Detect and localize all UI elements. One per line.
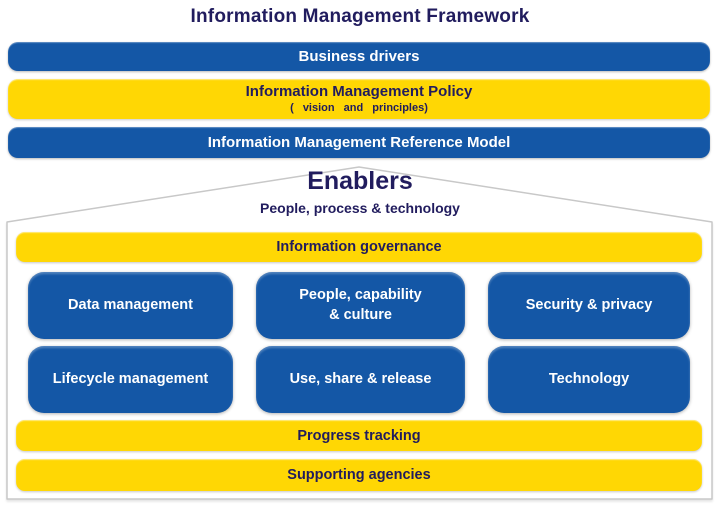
bar-business-drivers: Business drivers [8, 42, 710, 71]
box-data-management: Data management [28, 272, 233, 339]
bar-information-governance: Information governance [16, 232, 702, 262]
bar-reference-model-label: Information Management Reference Model [207, 134, 511, 151]
bar-progress-tracking-label: Progress tracking [297, 427, 421, 444]
bar-reference-model: Information Management Reference Model [8, 127, 710, 158]
box-label-line: Data management [68, 296, 193, 313]
bar-progress-tracking: Progress tracking [16, 420, 702, 451]
box-people-capability-culture: People, capability & culture [256, 272, 465, 339]
bar-information-management-policy: Information Management Policy ( vision a… [8, 79, 710, 119]
bar-policy-label: Information Management Policy [245, 82, 473, 100]
box-lifecycle-management: Lifecycle management [28, 346, 233, 413]
enablers-heading: Enablers [307, 167, 413, 195]
box-security-privacy: Security & privacy [488, 272, 690, 339]
box-use-share-release: Use, share & release [256, 346, 465, 413]
box-label-line: People, capability [299, 286, 422, 303]
page-title: Information Management Framework [190, 6, 530, 27]
box-label-line: Technology [548, 370, 630, 387]
bar-supporting-agencies-label: Supporting agencies [287, 467, 431, 483]
bar-information-governance-label: Information governance [276, 239, 442, 255]
box-label-line: Security & privacy [525, 296, 653, 313]
bar-policy-subtitle: ( vision and principles) [290, 101, 428, 114]
box-label-line: Use, share & release [289, 370, 432, 387]
bar-business-drivers-label: Business drivers [298, 48, 420, 65]
box-label-line: & culture [329, 306, 392, 323]
bar-supporting-agencies: Supporting agencies [16, 459, 702, 491]
box-technology: Technology [488, 346, 690, 413]
enablers-subheading: People, process & technology [260, 200, 460, 216]
box-label-line: Lifecycle management [52, 370, 209, 387]
